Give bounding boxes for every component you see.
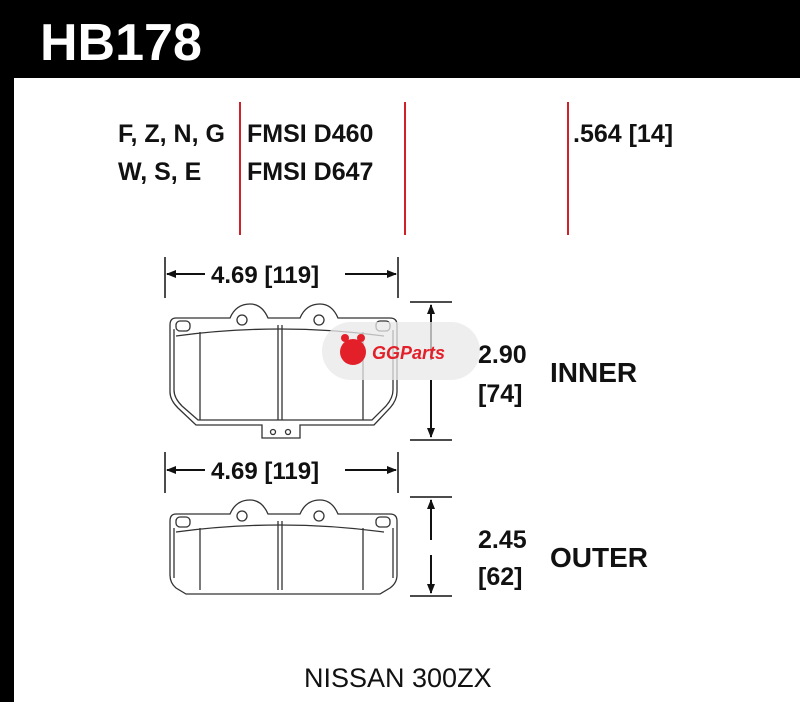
inner-width-dimension: 4.69 [119] <box>164 257 399 298</box>
outer-width-label: 4.69 [119] <box>211 458 319 485</box>
header-bar <box>0 0 800 78</box>
fmsi-line-1: FMSI D460 <box>247 120 373 148</box>
inner-label: INNER <box>550 357 637 388</box>
outer-label: OUTER <box>550 542 648 573</box>
compounds-line-1: F, Z, N, G <box>118 120 225 148</box>
inner-width-label: 4.69 [119] <box>211 262 319 289</box>
outer-height-inches: 2.45 <box>478 526 527 554</box>
compounds-line-2: W, S, E <box>118 158 201 186</box>
outer-pad-drawing <box>169 499 398 595</box>
thickness-value: .564 [14] <box>573 120 673 148</box>
inner-height-mm: [74] <box>478 380 522 408</box>
vehicle-name: NISSAN 300ZX <box>304 663 492 693</box>
part-number: HB178 <box>40 14 202 72</box>
outer-height-mm: [62] <box>478 563 522 591</box>
outer-height-dimension <box>410 496 452 597</box>
left-border <box>0 0 14 702</box>
outer-width-dimension: 4.69 [119] <box>164 452 399 493</box>
fmsi-line-2: FMSI D647 <box>247 158 373 186</box>
watermark-logo: GGParts <box>322 322 480 380</box>
inner-height-inches: 2.90 <box>478 341 527 369</box>
watermark-text: GGParts <box>372 343 445 363</box>
